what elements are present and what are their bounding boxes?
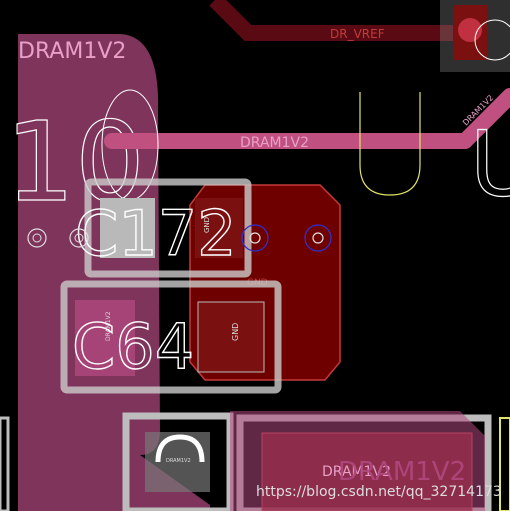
bottom-right-small-label: DRAM1V2 (322, 464, 391, 480)
designator-c172: C172 (75, 197, 237, 270)
small-pad-label: DRAM1V2 (166, 458, 191, 464)
c64-pad-right[interactable] (197, 301, 265, 373)
via-2 (69, 228, 89, 248)
designator-c64: C64 (72, 310, 194, 383)
via-4 (304, 224, 332, 252)
designator-u8: U8 (470, 112, 510, 217)
dr-vref-label: DR_VREF (330, 27, 385, 41)
via-3 (241, 224, 269, 252)
c172-pad-right[interactable] (195, 198, 243, 258)
watermark-text: https://blog.csdn.net/qq_32714173 (256, 484, 502, 500)
via-1 (27, 228, 47, 248)
c64-pad-left[interactable] (75, 300, 135, 376)
bottom-right-big-label: DRAM1V2 (338, 457, 466, 487)
c64-left-pad-label: DRAM1V2 (105, 311, 112, 341)
bottom-right-footprint[interactable]: DRAM1V2 DRAM1V2 (230, 411, 492, 511)
u8-silkscreen-outline (359, 92, 421, 196)
c172-right-pad-label: GND (203, 217, 211, 233)
c64-footprint[interactable]: DRAM1V2 GND C64 (60, 280, 282, 394)
via-group (27, 224, 332, 252)
trace-net-label: DRAM1V2 (240, 135, 309, 151)
dram1v2-trace[interactable]: DRAM1V2 DRAM1V2 (104, 88, 510, 151)
c64-right-pad-label: GND (231, 323, 240, 341)
c172-pad-left[interactable] (100, 198, 155, 258)
pour-net-label: DRAM1V2 (18, 39, 126, 64)
dr-vref-trace[interactable]: DR_VREF (209, 0, 480, 41)
c172-footprint[interactable]: GND C172 (74, 178, 252, 278)
